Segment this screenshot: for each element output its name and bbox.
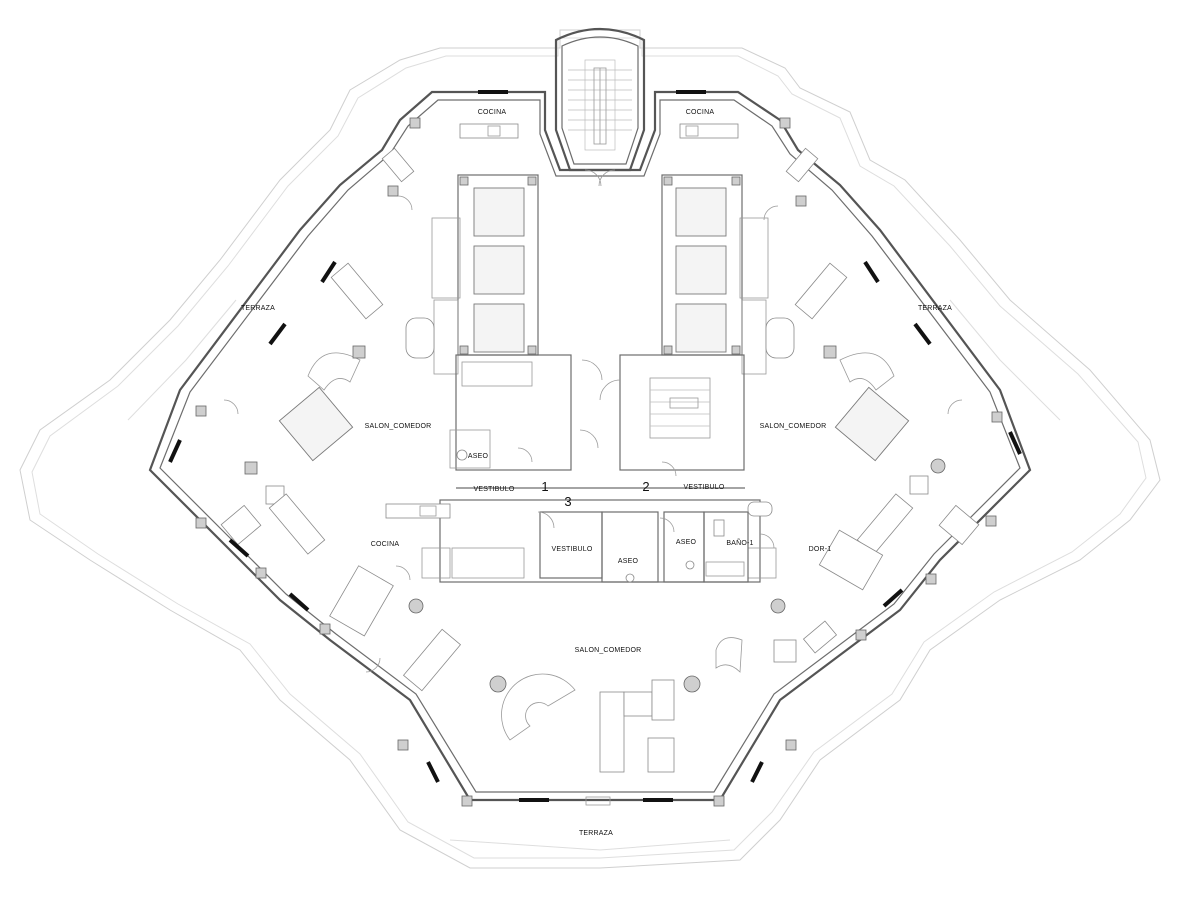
unit-number-3: 3 <box>564 494 571 509</box>
label-vestibulo-e: VESTIBULO <box>683 484 724 491</box>
label-cocina-ne: COCINA <box>686 109 715 116</box>
south-furniture <box>402 598 838 773</box>
label-aseo-e: ASEO <box>676 539 697 546</box>
label-terraza-s: TERRAZA <box>579 830 613 837</box>
stair-tower <box>554 27 646 187</box>
label-cocina-s: COCINA <box>371 541 400 548</box>
kitchens <box>329 123 739 637</box>
unit-number-1: 1 <box>541 479 548 494</box>
elevator-cores <box>431 174 769 375</box>
label-dor: DOR-1 <box>809 546 832 553</box>
central-lobby <box>449 354 745 489</box>
windows <box>168 90 1022 802</box>
doors <box>223 195 963 673</box>
label-bano: BAÑO-1 <box>726 538 753 547</box>
terrace-outline <box>19 29 1161 869</box>
label-aseo-w: ASEO <box>468 453 489 460</box>
label-vestibulo-w: VESTIBULO <box>473 486 514 493</box>
label-terraza-e: TERRAZA <box>918 305 952 312</box>
south-core <box>421 499 777 583</box>
unit-numbers: 1 2 3 <box>541 479 649 509</box>
label-aseo-c: ASEO <box>618 558 639 565</box>
east-furniture <box>765 147 980 591</box>
label-salon-e: SALON_COMEDOR <box>760 423 827 430</box>
building-walls <box>148 90 1032 802</box>
label-cocina-nw: COCINA <box>478 109 507 116</box>
label-terraza-w: TERRAZA <box>241 305 275 312</box>
label-salon-s: SALON_COMEDOR <box>575 647 642 654</box>
room-labels: COCINA COCINA COCINA TERRAZA TERRAZA TER… <box>241 109 952 837</box>
west-furniture <box>220 147 435 555</box>
label-vestibulo-s: VESTIBULO <box>551 546 592 553</box>
label-salon-w: SALON_COMEDOR <box>365 423 432 430</box>
facade-columns <box>195 117 1003 807</box>
unit-number-2: 2 <box>642 479 649 494</box>
